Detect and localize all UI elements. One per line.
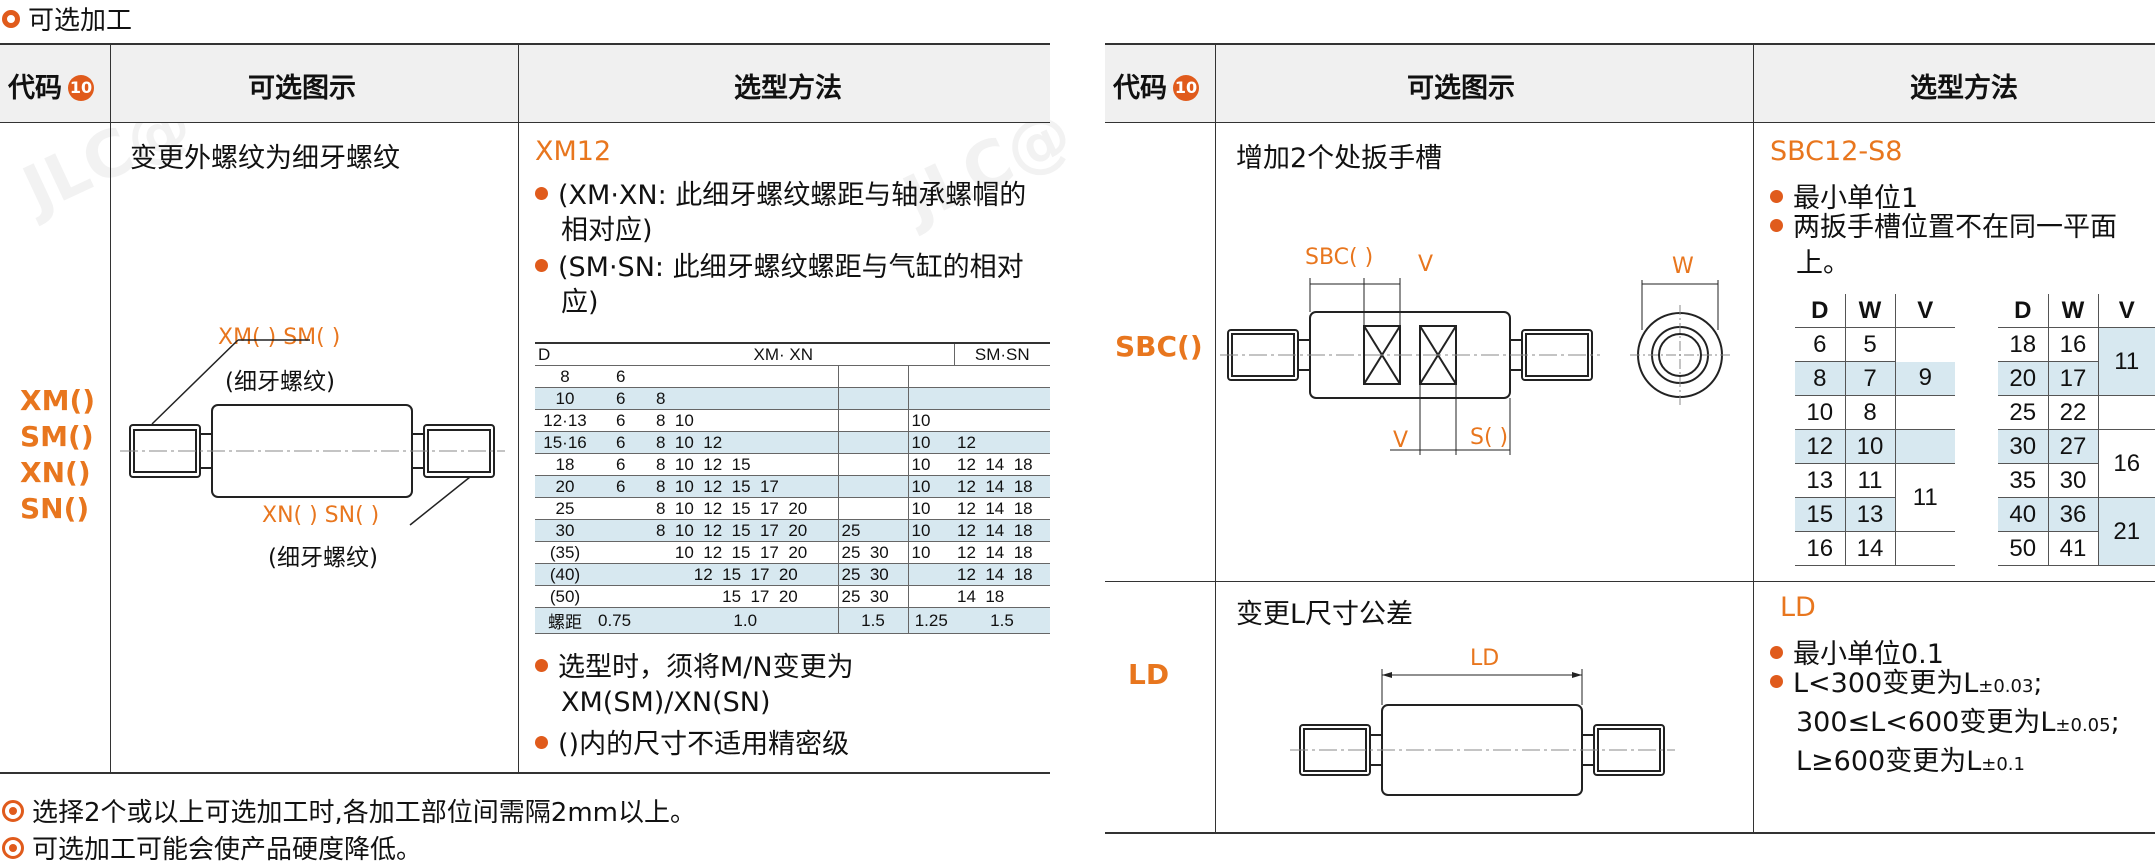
dim-v-bottom: V bbox=[1393, 428, 1409, 453]
note-slot-position: 两扳手槽位置不在同一平面上。 bbox=[1770, 210, 2141, 282]
bullet-icon bbox=[535, 259, 548, 272]
code-ld: LD bbox=[1128, 658, 1170, 691]
example-code: XM12 bbox=[535, 136, 612, 167]
diagram-title: 变更外螺纹为细牙螺纹 bbox=[130, 143, 400, 174]
note-ld-min-unit: 最小单位0.1 bbox=[1770, 632, 1944, 671]
shaft-drawing-length bbox=[1290, 669, 1675, 796]
table-header-sm: SM·SN bbox=[953, 343, 1050, 366]
label-xn-sn: XN( ) SN( ) bbox=[262, 503, 380, 528]
footer-note-1: 选择2个或以上可选加工时,各加工部位间需隔2mm以上。 bbox=[2, 792, 696, 829]
badge-number: 10 bbox=[68, 74, 94, 101]
code-sbc: SBC() bbox=[1115, 330, 1203, 363]
header-method: 选型方法 bbox=[1910, 73, 2018, 104]
diagram-title-ld: 变更L尺寸公差 bbox=[1236, 599, 1414, 630]
label-fine-thread-top: (细牙螺纹) bbox=[225, 369, 335, 395]
shaft-drawing-thread bbox=[120, 339, 505, 526]
note-selection: 选型时，须将M/N变更为XM(SM)/XN(SN) bbox=[535, 650, 1056, 720]
bullet-icon bbox=[535, 659, 548, 672]
note-sm-sn: (SM·SN: 此细牙螺纹螺距与气缸的相对应) bbox=[535, 250, 1041, 320]
label-xm-sm: XM( ) SM( ) bbox=[218, 325, 341, 350]
example-ld: LD bbox=[1780, 592, 1816, 623]
dim-sbc: SBC( ) bbox=[1305, 245, 1374, 270]
header-diagram: 可选图示 bbox=[248, 73, 356, 104]
diagram-title-sbc: 增加2个处扳手槽 bbox=[1236, 143, 1443, 174]
dim-ld: LD bbox=[1470, 646, 1500, 671]
target-icon bbox=[2, 799, 24, 822]
example-sbc: SBC12-S8 bbox=[1770, 136, 1903, 167]
ring-icon bbox=[2, 9, 20, 28]
header-diagram: 可选图示 bbox=[1407, 73, 1515, 104]
bullet-icon bbox=[1770, 646, 1783, 659]
note-precision: ()内的尺寸不适用精密级 bbox=[535, 722, 849, 761]
badge-number: 10 bbox=[1173, 74, 1199, 101]
dim-s: S( ) bbox=[1470, 425, 1509, 450]
footer-note-2: 可选加工可能会使产品硬度降低。 bbox=[2, 829, 422, 866]
bullet-icon bbox=[1770, 219, 1783, 232]
bullet-icon bbox=[1770, 190, 1783, 203]
note-min-unit: 最小单位1 bbox=[1770, 176, 1918, 215]
section-title: 可选加工 bbox=[2, 0, 132, 37]
label-fine-thread-bottom: (细牙螺纹) bbox=[268, 545, 378, 571]
dim-w: W bbox=[1672, 254, 1694, 279]
bullet-icon bbox=[535, 736, 548, 749]
dim-v-top: V bbox=[1418, 252, 1434, 277]
table-header-xm: XM· XN bbox=[613, 343, 954, 366]
header-method: 选型方法 bbox=[734, 73, 842, 104]
note-xm-xn: (XM·XN: 此细牙螺纹螺距与轴承螺帽的相对应) bbox=[535, 178, 1041, 248]
note-ld-tolerance: L<300变更为L±0.03; 300≤L<600变更为L±0.05; L≥60… bbox=[1770, 666, 2120, 783]
table-header-d: D bbox=[535, 343, 595, 366]
target-icon bbox=[2, 836, 24, 859]
bullet-icon bbox=[1770, 675, 1783, 688]
shaft-drawing-wrench-slot bbox=[1220, 278, 1730, 455]
bullet-icon bbox=[535, 187, 548, 200]
thread-codes: XM() SM() XN() SN() bbox=[20, 384, 96, 525]
